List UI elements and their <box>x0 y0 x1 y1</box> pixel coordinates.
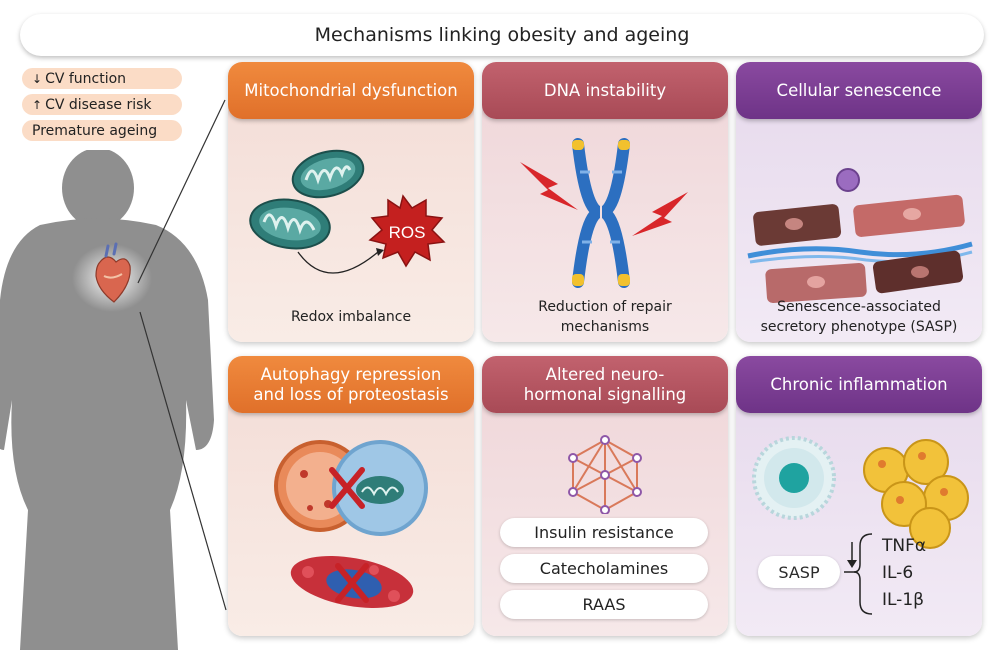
myocyte-icon <box>753 204 842 246</box>
effect-cv-function: ↓ CV function <box>22 68 182 89</box>
myocyte-icon <box>872 250 964 294</box>
cytokine-tnfa: TNFα <box>882 536 927 556</box>
adipocytes-icon <box>863 439 969 549</box>
mitochondria-illustration: ROS <box>249 149 446 274</box>
panel-neurohormonal-signalling: Altered neuro- hormonal signalling Insul… <box>482 356 728 636</box>
effect-label: CV disease risk <box>45 96 152 113</box>
cytokine-il6: IL-6 <box>882 563 914 583</box>
myocyte-icon <box>765 262 867 304</box>
inflammation-illustration <box>752 436 969 568</box>
panel-title: Cellular senescence <box>736 62 982 119</box>
mitochondrion-icon <box>291 149 365 199</box>
panel-caption-line2: mechanisms <box>560 319 650 335</box>
chromosome-icon <box>572 138 630 288</box>
sasp-box: SASP <box>758 556 840 588</box>
diagram-title: Mechanisms linking obesity and ageing <box>20 14 984 56</box>
effect-label: CV function <box>45 70 127 87</box>
senescent-cells-illustration <box>747 168 973 304</box>
raas-pill: RAAS <box>500 590 708 619</box>
up-arrow-icon: ↑ <box>32 97 43 112</box>
ros-label: ROS <box>389 223 426 242</box>
panel-caption-line1: Senescence-associated <box>777 299 941 315</box>
panel-chronic-inflammation: Chronic inflammation SASP TNFα IL-6 IL-1… <box>736 356 982 636</box>
immune-cell-icon <box>836 168 860 192</box>
effect-premature-ageing: Premature ageing <box>22 120 182 141</box>
panel-caption: Redox imbalance <box>290 309 412 325</box>
effect-cv-disease-risk: ↑ CV disease risk <box>22 94 182 115</box>
lightning-bolt-icon <box>520 162 578 210</box>
panel-title-line2: hormonal signalling <box>523 384 687 404</box>
panel-title: Mitochondrial dysfunction <box>228 62 474 119</box>
insulin-resistance-pill: Insulin resistance <box>500 518 708 547</box>
x-mark-icon <box>335 563 369 603</box>
macrophage-icon <box>752 436 836 520</box>
brace-icon <box>844 533 873 615</box>
cytokine-il1b: IL-1β <box>882 590 924 610</box>
panel-title: Chronic inflammation <box>736 356 982 413</box>
lysosome-fusion-icon <box>274 440 428 536</box>
panel-title: Autophagy repression and loss of proteos… <box>228 356 474 413</box>
catecholamines-pill: Catecholamines <box>500 554 708 583</box>
heart-icon <box>95 242 131 303</box>
myocyte-icon <box>853 194 965 237</box>
panel-title: DNA instability <box>482 62 728 119</box>
panel-autophagy-repression: Autophagy repression and loss of proteos… <box>228 356 474 636</box>
panel-dna-instability: DNA instability Reduction of repair mech… <box>482 62 728 342</box>
panel-cellular-senescence: Cellular senescence Senescence-associate… <box>736 62 982 342</box>
ros-burst-icon: ROS <box>368 194 446 268</box>
panel-mitochondrial-dysfunction: Mitochondrial dysfunction ROS Redox imba… <box>228 62 474 342</box>
panel-title-line2: and loss of proteostasis <box>253 384 449 404</box>
panel-caption-line2: secretory phenotype (SASP) <box>760 319 958 335</box>
down-arrow-icon: ↓ <box>32 71 43 86</box>
chromosome-illustration <box>520 138 688 288</box>
mitochondrion-icon <box>249 198 331 250</box>
panel-title-line1: Autophagy repression <box>260 364 442 384</box>
obese-body-silhouette-icon <box>0 150 214 650</box>
panel-title: Altered neuro- hormonal signalling <box>482 356 728 413</box>
panel-title-line1: Altered neuro- <box>545 364 665 384</box>
x-mark-icon <box>329 467 365 509</box>
lightning-bolt-icon <box>632 192 688 236</box>
autophagy-illustration <box>274 440 428 608</box>
panel-caption-line1: Reduction of repair <box>538 299 672 315</box>
effect-label: Premature ageing <box>32 122 158 139</box>
network-icon <box>568 435 642 514</box>
